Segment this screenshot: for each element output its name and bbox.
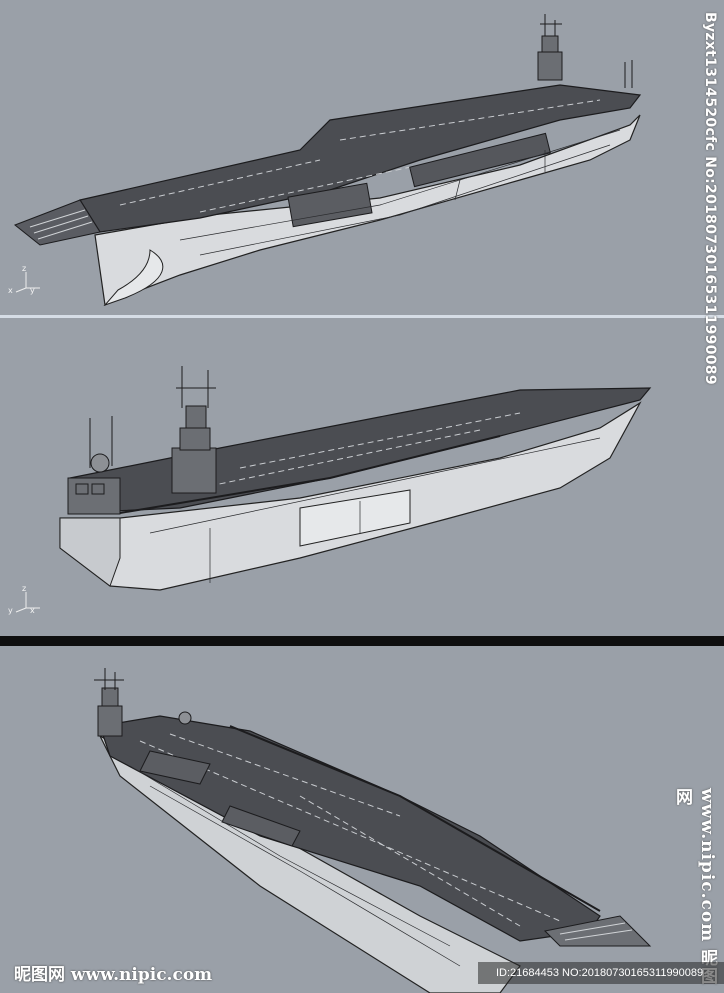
axis-y-label: y	[8, 606, 13, 615]
axis-x-label: x	[30, 606, 35, 615]
carrier-model-view-3	[94, 668, 652, 993]
viewport-divider[interactable]	[0, 315, 724, 318]
viewport-perspective-3[interactable]	[0, 646, 724, 993]
axis-z-label: z	[22, 264, 27, 273]
viewport-perspective-1[interactable]: z x y	[0, 0, 724, 315]
viewport-perspective-2[interactable]: z y x	[0, 318, 724, 636]
carrier-model-view-1	[14, 14, 642, 307]
axis-indicator: z x y	[8, 264, 42, 296]
author-watermark: Byzxt1314520cfc No:20180730165311990089	[702, 12, 718, 385]
axis-x-label: x	[8, 286, 13, 295]
axis-y-label: y	[30, 286, 35, 295]
carrier-model-view-2	[59, 366, 652, 591]
axis-z-label: z	[22, 584, 27, 593]
viewport-divider[interactable]	[0, 636, 724, 646]
image-id-bar: ID:21684453 NO:20180730165311990089	[478, 962, 724, 984]
site-watermark: www.nipic.com 昵图网	[672, 788, 717, 986]
nipic-logo: 昵图网 www.nipic.com	[14, 965, 213, 985]
axis-indicator: z y x	[8, 584, 42, 616]
